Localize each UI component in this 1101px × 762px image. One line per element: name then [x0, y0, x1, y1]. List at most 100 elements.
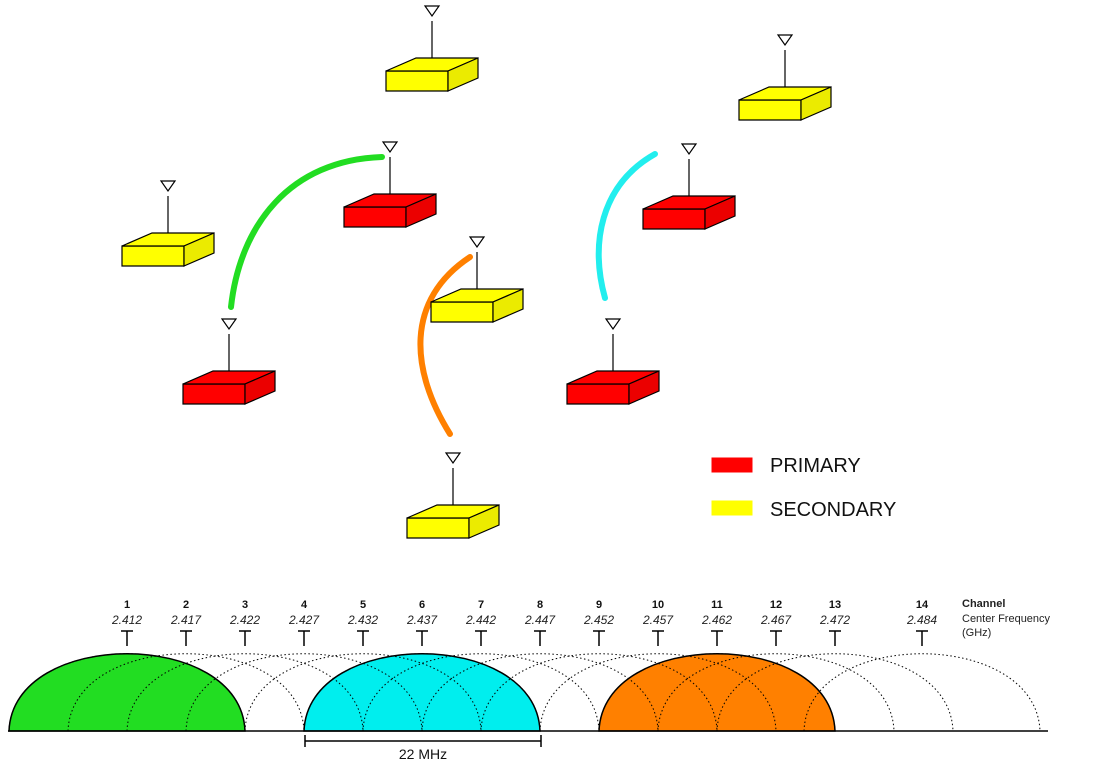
arc-channel-9 — [480, 653, 718, 732]
arc-channel-7 — [362, 653, 600, 732]
channel-marker: 12 2.467 — [760, 599, 792, 646]
channel-frequency: 2.462 — [701, 613, 732, 627]
span-indicator: 22 MHz — [304, 735, 542, 762]
channel-frequency: 2.422 — [229, 613, 260, 627]
device-side — [244, 370, 276, 405]
header-channel: Channel — [962, 598, 1005, 610]
arc-channel-11 — [598, 653, 836, 732]
channel-marker: 12.412 — [111, 599, 142, 646]
band-channel-1 — [8, 653, 246, 732]
primary-device — [343, 141, 437, 228]
device-front — [566, 383, 630, 405]
channel-marker: 102.457 — [642, 599, 674, 646]
secondary-device — [738, 34, 832, 121]
device-front — [385, 70, 449, 92]
channel-frequency: 2.447 — [524, 613, 556, 627]
channel-marker: 11 2.462 — [701, 599, 732, 646]
device-side — [628, 370, 660, 405]
header-ghz: (GHz) — [962, 627, 991, 639]
device-side — [405, 193, 437, 228]
channel-marker: 9 2.452 — [583, 599, 614, 646]
link-green — [228, 154, 385, 310]
channel-labels: 12.41222.41732.42242.42752.43262.43772.4… — [111, 599, 937, 646]
channel-frequency: 2.432 — [347, 613, 378, 627]
channel-number: 12 — [770, 599, 782, 611]
arc-channel-8 — [421, 653, 659, 732]
arc-channel-10 — [539, 653, 777, 732]
spectrum-header: Channel Center Frequency (GHz) — [962, 598, 1051, 639]
channel-number: 2 — [183, 599, 189, 611]
channel-marker: 2 2.417 — [170, 599, 202, 646]
antenna-head — [680, 143, 698, 156]
primary-device — [566, 318, 660, 405]
channel-marker: 4 2.427 — [288, 599, 320, 646]
channel-marker: 82.447 — [524, 599, 556, 646]
channel-frequency: 2.484 — [906, 613, 937, 627]
antenna-head — [423, 5, 441, 18]
device-front — [738, 99, 802, 121]
antenna-head — [604, 318, 622, 331]
arc-channel-12 — [657, 653, 895, 732]
secondary-device — [406, 452, 500, 539]
secondary-device — [385, 5, 479, 92]
antenna-head — [159, 180, 177, 193]
antenna-head — [468, 236, 486, 249]
device-front — [182, 383, 246, 405]
channel-frequency: 2.467 — [760, 613, 792, 627]
link-orange — [417, 254, 473, 437]
channel-number: 4 — [301, 599, 308, 611]
legend-secondary-swatch — [711, 500, 753, 516]
device-side — [183, 232, 215, 267]
arc-channel-4 — [185, 653, 423, 732]
arc-channel-2 — [67, 653, 305, 732]
primary-device — [182, 318, 276, 405]
primary-device — [642, 143, 736, 230]
channel-marker: 72.442 — [465, 599, 496, 646]
channel-frequency: 2.472 — [819, 613, 850, 627]
device-front — [406, 517, 470, 539]
channel-number: 14 — [916, 599, 929, 611]
channel-frequency: 2.437 — [406, 613, 438, 627]
arc-channel-6 — [303, 653, 541, 732]
channel-frequency: 2.417 — [170, 613, 202, 627]
channel-frequency: 2.427 — [288, 613, 320, 627]
channel-number: 6 — [419, 599, 425, 611]
channel-marker: 132.472 — [819, 599, 850, 646]
device-side — [800, 86, 832, 121]
antenna-head — [776, 34, 794, 47]
device-front — [343, 206, 407, 228]
device-front — [642, 208, 706, 230]
antenna-head — [444, 452, 462, 465]
device-front — [121, 245, 185, 267]
channel-number: 11 — [711, 599, 723, 611]
channel-marker: 14 2.484 — [906, 599, 937, 646]
device-side — [492, 288, 524, 323]
arc-channel-1 — [8, 653, 246, 732]
channel-number: 1 — [124, 599, 130, 611]
link-lines — [228, 151, 658, 437]
device-side — [447, 57, 479, 92]
legend: PRIMARY SECONDARY — [711, 455, 896, 521]
channel-number: 7 — [478, 599, 484, 611]
device-side — [704, 195, 736, 230]
legend-secondary-label: SECONDARY — [770, 499, 896, 521]
secondary-device — [121, 180, 215, 267]
antenna-head — [381, 141, 399, 154]
channel-number: 5 — [360, 599, 366, 611]
arc-channel-13 — [716, 653, 954, 732]
link-cyan — [595, 151, 658, 301]
channel-number: 3 — [242, 599, 248, 611]
channel-frequency: 2.452 — [583, 613, 614, 627]
antenna-head — [220, 318, 238, 331]
channel-spectrum: 12.41222.41732.42242.42752.43262.43772.4… — [8, 598, 1051, 762]
channel-number: 9 — [596, 599, 602, 611]
channel-frequency: 2.457 — [642, 613, 674, 627]
arc-channel-14 — [803, 653, 1041, 732]
header-center-frequency: Center Frequency — [962, 613, 1051, 625]
legend-primary-swatch — [711, 457, 753, 473]
channel-arcs — [8, 653, 1041, 732]
channel-marker: 6 2.437 — [406, 599, 438, 646]
arc-channel-5 — [244, 653, 482, 732]
band-channel-11 — [598, 653, 836, 732]
